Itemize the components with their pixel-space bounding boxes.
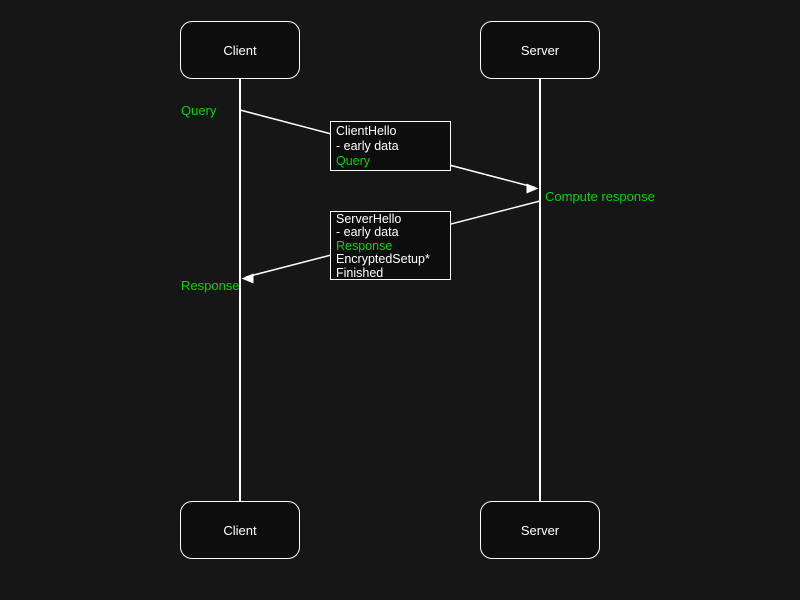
- message-line-text: ClientHello: [336, 124, 397, 138]
- actor-server-bottom-box: Server: [480, 501, 600, 559]
- annotation-compute-response: Compute response: [545, 189, 655, 204]
- actor-client-top-box: Client: [180, 21, 300, 79]
- message-line-text: EncryptedSetup*: [336, 252, 430, 267]
- actor-server-bottom-label: Server: [520, 522, 560, 538]
- message-box-client-hello: ClientHello - early data Query: [330, 121, 451, 171]
- arrowhead-left-icon: [241, 273, 254, 284]
- message-line-text: - early data: [336, 139, 399, 153]
- message-box-server-hello: ServerHello - early data Response Encryp…: [330, 211, 451, 280]
- actor-client-bottom-label: Client: [223, 522, 257, 538]
- message-line-text: Query: [336, 154, 371, 168]
- message-line-text: ServerHello: [336, 212, 402, 226]
- annotation-query: Query: [181, 103, 217, 118]
- actor-server-top-label: Server: [520, 42, 560, 58]
- actor-client-bottom-box: Client: [180, 501, 300, 559]
- message-line-text: Finished: [336, 265, 384, 280]
- arrowhead-right-icon: [526, 183, 539, 194]
- message-line-text: - early data: [336, 225, 399, 240]
- message-line-text: Response: [336, 238, 393, 253]
- actor-server-top-box: Server: [480, 21, 600, 79]
- actor-client-top-label: Client: [223, 42, 257, 58]
- annotation-response: Response: [181, 278, 240, 293]
